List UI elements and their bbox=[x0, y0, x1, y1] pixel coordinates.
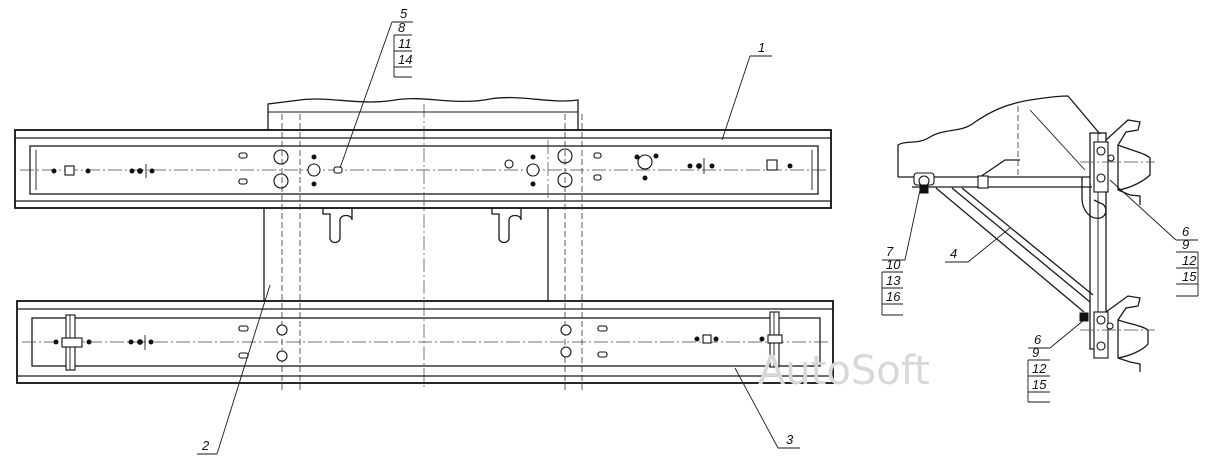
leader-lines-main bbox=[197, 21, 800, 455]
label-pos-15-lower: 15 bbox=[1032, 377, 1047, 392]
leader-lines-side bbox=[881, 179, 1199, 403]
side-upper-bracket bbox=[1080, 119, 1155, 205]
cross-member bbox=[263, 104, 583, 390]
label-pos-14: 14 bbox=[398, 52, 412, 67]
label-pos-6-lower: 6 bbox=[1034, 332, 1042, 347]
label-pos-15-upper: 15 bbox=[1182, 269, 1197, 284]
label-pos-9-upper: 9 bbox=[1182, 237, 1189, 252]
label-part-1: 1 bbox=[758, 40, 765, 55]
label-part-4: 4 bbox=[950, 246, 957, 261]
label-pos-5: 5 bbox=[400, 6, 408, 21]
bottom-rail bbox=[16, 300, 834, 384]
hook-brackets bbox=[322, 208, 522, 244]
label-pos-10: 10 bbox=[886, 257, 901, 272]
label-pos-16: 16 bbox=[886, 289, 901, 304]
label-pos-13: 13 bbox=[886, 273, 901, 288]
label-pos-8: 8 bbox=[398, 20, 406, 35]
top-rail-holes bbox=[51, 148, 793, 189]
label-pos-6-upper: 6 bbox=[1182, 224, 1190, 239]
label-part-3: 3 bbox=[786, 432, 794, 447]
side-lower-bracket bbox=[1079, 295, 1155, 372]
cross-member-top-breakout bbox=[267, 96, 579, 130]
label-pos-12-upper: 12 bbox=[1182, 253, 1197, 268]
label-pos-7: 7 bbox=[886, 244, 894, 259]
watermark: AutoSoft bbox=[758, 348, 930, 394]
side-left-bolt bbox=[913, 172, 935, 194]
side-hook bbox=[1081, 177, 1107, 219]
top-rail bbox=[14, 129, 832, 209]
label-pos-12-lower: 12 bbox=[1032, 361, 1047, 376]
label-pos-9-lower: 9 bbox=[1032, 345, 1039, 360]
label-part-2: 2 bbox=[201, 438, 210, 453]
label-pos-11: 11 bbox=[398, 36, 412, 51]
bottom-rail-holes bbox=[53, 311, 783, 371]
side-brace bbox=[935, 187, 1094, 313]
